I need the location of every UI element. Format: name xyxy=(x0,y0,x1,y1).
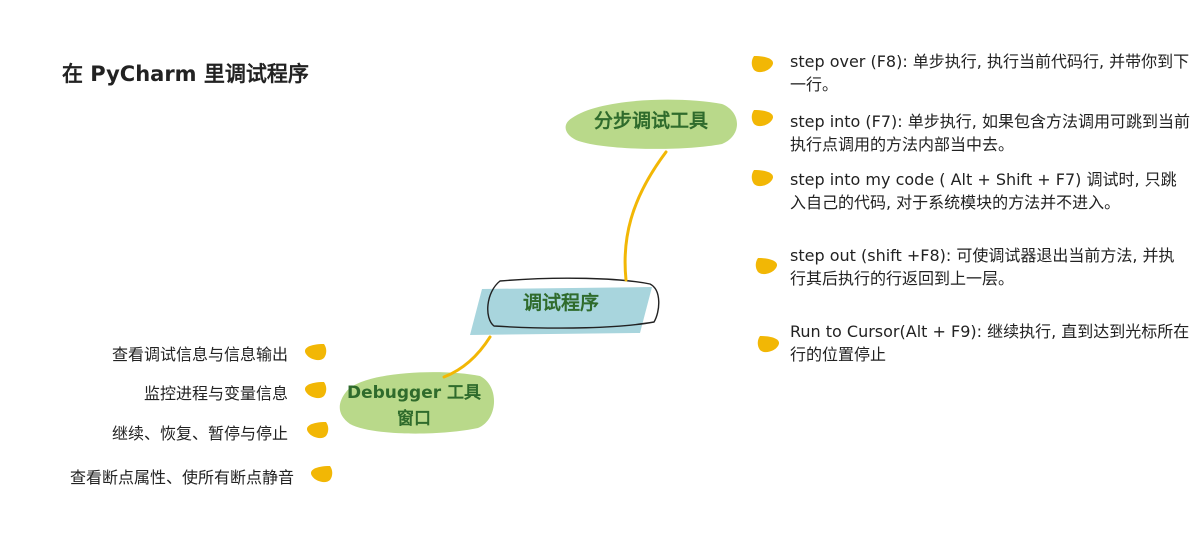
stepping-tools-topic[interactable]: 分步调试工具 xyxy=(576,108,726,134)
connector-central-to-stepping xyxy=(623,150,668,282)
bullet-icon xyxy=(757,336,780,353)
step-out-item[interactable]: step out (shift +F8): 可使调试器退出当前方法, 并执行其后… xyxy=(790,246,1175,288)
page-title: 在 PyCharm 里调试程序 xyxy=(62,62,309,86)
bullet-icon xyxy=(310,466,333,483)
bullet-icon xyxy=(751,110,774,127)
bullet-icon xyxy=(304,344,327,361)
debugger-topic-shape xyxy=(339,372,495,434)
bullet-icon xyxy=(306,422,329,439)
bullet-icon xyxy=(751,56,774,73)
central-topic-outline xyxy=(487,277,660,329)
step-into-my-code-item[interactable]: step into my code ( Alt + Shift + F7) 调试… xyxy=(790,170,1177,212)
monitor-process-vars-item[interactable]: 监控进程与变量信息 xyxy=(143,384,288,403)
debugger-window-label: Debugger 工具窗口 xyxy=(346,383,482,429)
bullet-icon xyxy=(755,258,778,275)
bullet-icon xyxy=(751,170,774,187)
central-topic-label: 调试程序 xyxy=(522,292,599,314)
continue-resume-pause-stop-item[interactable]: 继续、恢复、暂停与停止 xyxy=(111,424,288,443)
breakpoint-properties-mute-item[interactable]: 查看断点属性、使所有断点静音 xyxy=(69,468,294,487)
step-over-item[interactable]: step over (F8): 单步执行, 执行当前代码行, 并带你到下一行。 xyxy=(790,52,1190,94)
debug-info-output-item[interactable]: 查看调试信息与信息输出 xyxy=(111,345,288,364)
central-topic[interactable]: 调试程序 xyxy=(486,290,636,316)
connector-central-to-debugger xyxy=(442,335,492,379)
central-topic-shape xyxy=(470,287,652,335)
stepping-tools-label: 分步调试工具 xyxy=(593,110,708,132)
stepping-topic-shape xyxy=(565,99,737,149)
bullet-icon xyxy=(304,382,327,399)
run-to-cursor-item[interactable]: Run to Cursor(Alt + F9): 继续执行, 直到达到光标所在行… xyxy=(790,322,1190,364)
debugger-window-topic[interactable]: Debugger 工具窗口 xyxy=(344,380,484,432)
step-into-item[interactable]: step into (F7): 单步执行, 如果包含方法调用可跳到当前执行点调用… xyxy=(790,112,1190,154)
